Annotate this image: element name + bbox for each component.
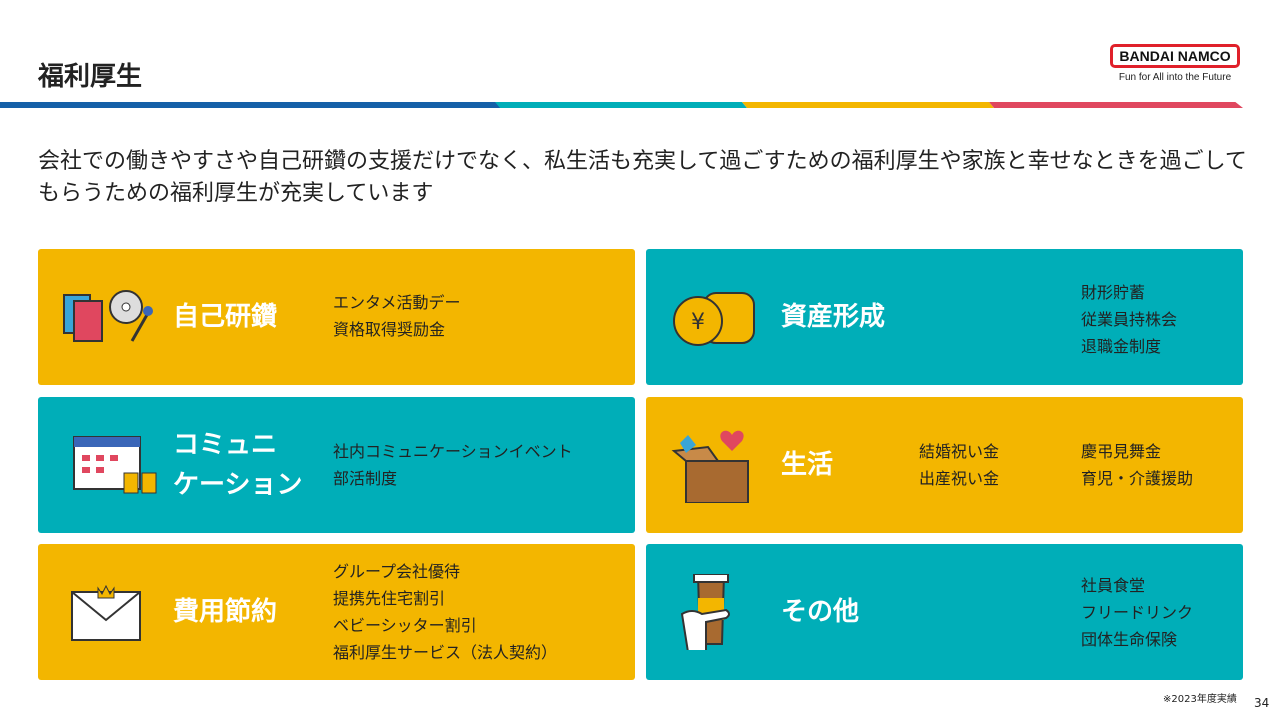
list-item: ベビーシッター割引 [333,616,477,635]
card-asset-building: ¥ 資産形成 財形貯蓄 従業員持株会 退職金制度 [646,249,1243,385]
list-item: 部活制度 [333,469,398,488]
list-item: グループ会社優待 [333,562,461,581]
logo-tagline: Fun for All into the Future [1118,72,1232,83]
card-list: 財形貯蓄 従業員持株会 退職金制度 [1081,279,1177,360]
logo-text: BANDAI NAMCO [1110,44,1240,68]
footnote: ※2023年度実績 [1163,694,1237,705]
gift-box-icon [671,430,749,503]
list-item: 退職金制度 [1081,337,1162,356]
list-item: 団体生命保険 [1081,630,1178,649]
card-list: 社内コミュニケーションイベント 部活制度 [333,438,573,492]
books-music-icon [63,290,153,342]
svg-text:¥: ¥ [691,310,705,335]
list-item: フリードリンク [1081,603,1194,622]
card-heading: その他 [781,597,860,627]
heading-line: コミュニ [173,430,278,460]
card-list: 結婚祝い金 出産祝い金 [919,438,999,492]
list-item: 出産祝い金 [919,469,1000,488]
card-list-2: 慶弔見舞金 育児・介護援助 [1081,438,1193,492]
list-item: 慶弔見舞金 [1081,442,1162,461]
coffee-cup-icon [680,574,730,650]
card-list: エンタメ活動デー 資格取得奨励金 [333,289,461,343]
page-title: 福利厚生 [38,62,143,92]
list-item: 資格取得奨励金 [333,320,446,339]
stripe-yellow [742,102,994,108]
stripe-blue [0,102,500,108]
calendar-cheers-icon [73,436,157,494]
envelope-icon [71,584,141,641]
card-heading: コミュニケーション [173,425,302,505]
card-self-development: 自己研鑽 エンタメ活動デー 資格取得奨励金 [38,249,635,385]
card-heading: 費用節約 [173,597,278,627]
card-heading: 自己研鑽 [173,302,278,332]
stripe-teal [495,102,747,108]
list-item: 結婚祝い金 [919,442,1000,461]
list-item: 提携先住宅割引 [333,589,446,608]
list-item: 社内コミュニケーションイベント [333,442,573,461]
list-item: 従業員持株会 [1081,310,1178,329]
heading-line: ケーション [173,470,303,500]
list-item: 社員食堂 [1081,576,1146,595]
brand-logo: BANDAI NAMCO Fun for All into the Future [1110,44,1240,83]
card-heading: 生活 [781,450,834,480]
list-item: エンタメ活動デー [333,293,461,312]
card-communication: コミュニケーション 社内コミュニケーションイベント 部活制度 [38,397,635,533]
stripe-pink [989,102,1243,108]
card-other: その他 社員食堂 フリードリンク 団体生命保険 [646,544,1243,680]
card-list: 社員食堂 フリードリンク 団体生命保険 [1081,572,1193,653]
card-heading: 資産形成 [781,302,886,332]
list-item: 福利厚生サービス（法人契約） [333,643,558,662]
yen-coins-icon: ¥ [673,292,755,346]
card-living: 生活 結婚祝い金 出産祝い金 慶弔見舞金 育児・介護援助 [646,397,1243,533]
list-item: 財形貯蓄 [1081,283,1146,302]
page-number: 34 [1254,696,1270,710]
intro-text: 会社での働きやすさや自己研鑽の支援だけでなく、私生活も充実して過ごすための福利厚… [38,149,1247,206]
card-list: グループ会社優待 提携先住宅割引 ベビーシッター割引 福利厚生サービス（法人契約… [333,558,557,666]
list-item: 育児・介護援助 [1081,469,1194,488]
card-cost-saving: 費用節約 グループ会社優待 提携先住宅割引 ベビーシッター割引 福利厚生サービス… [38,544,635,680]
